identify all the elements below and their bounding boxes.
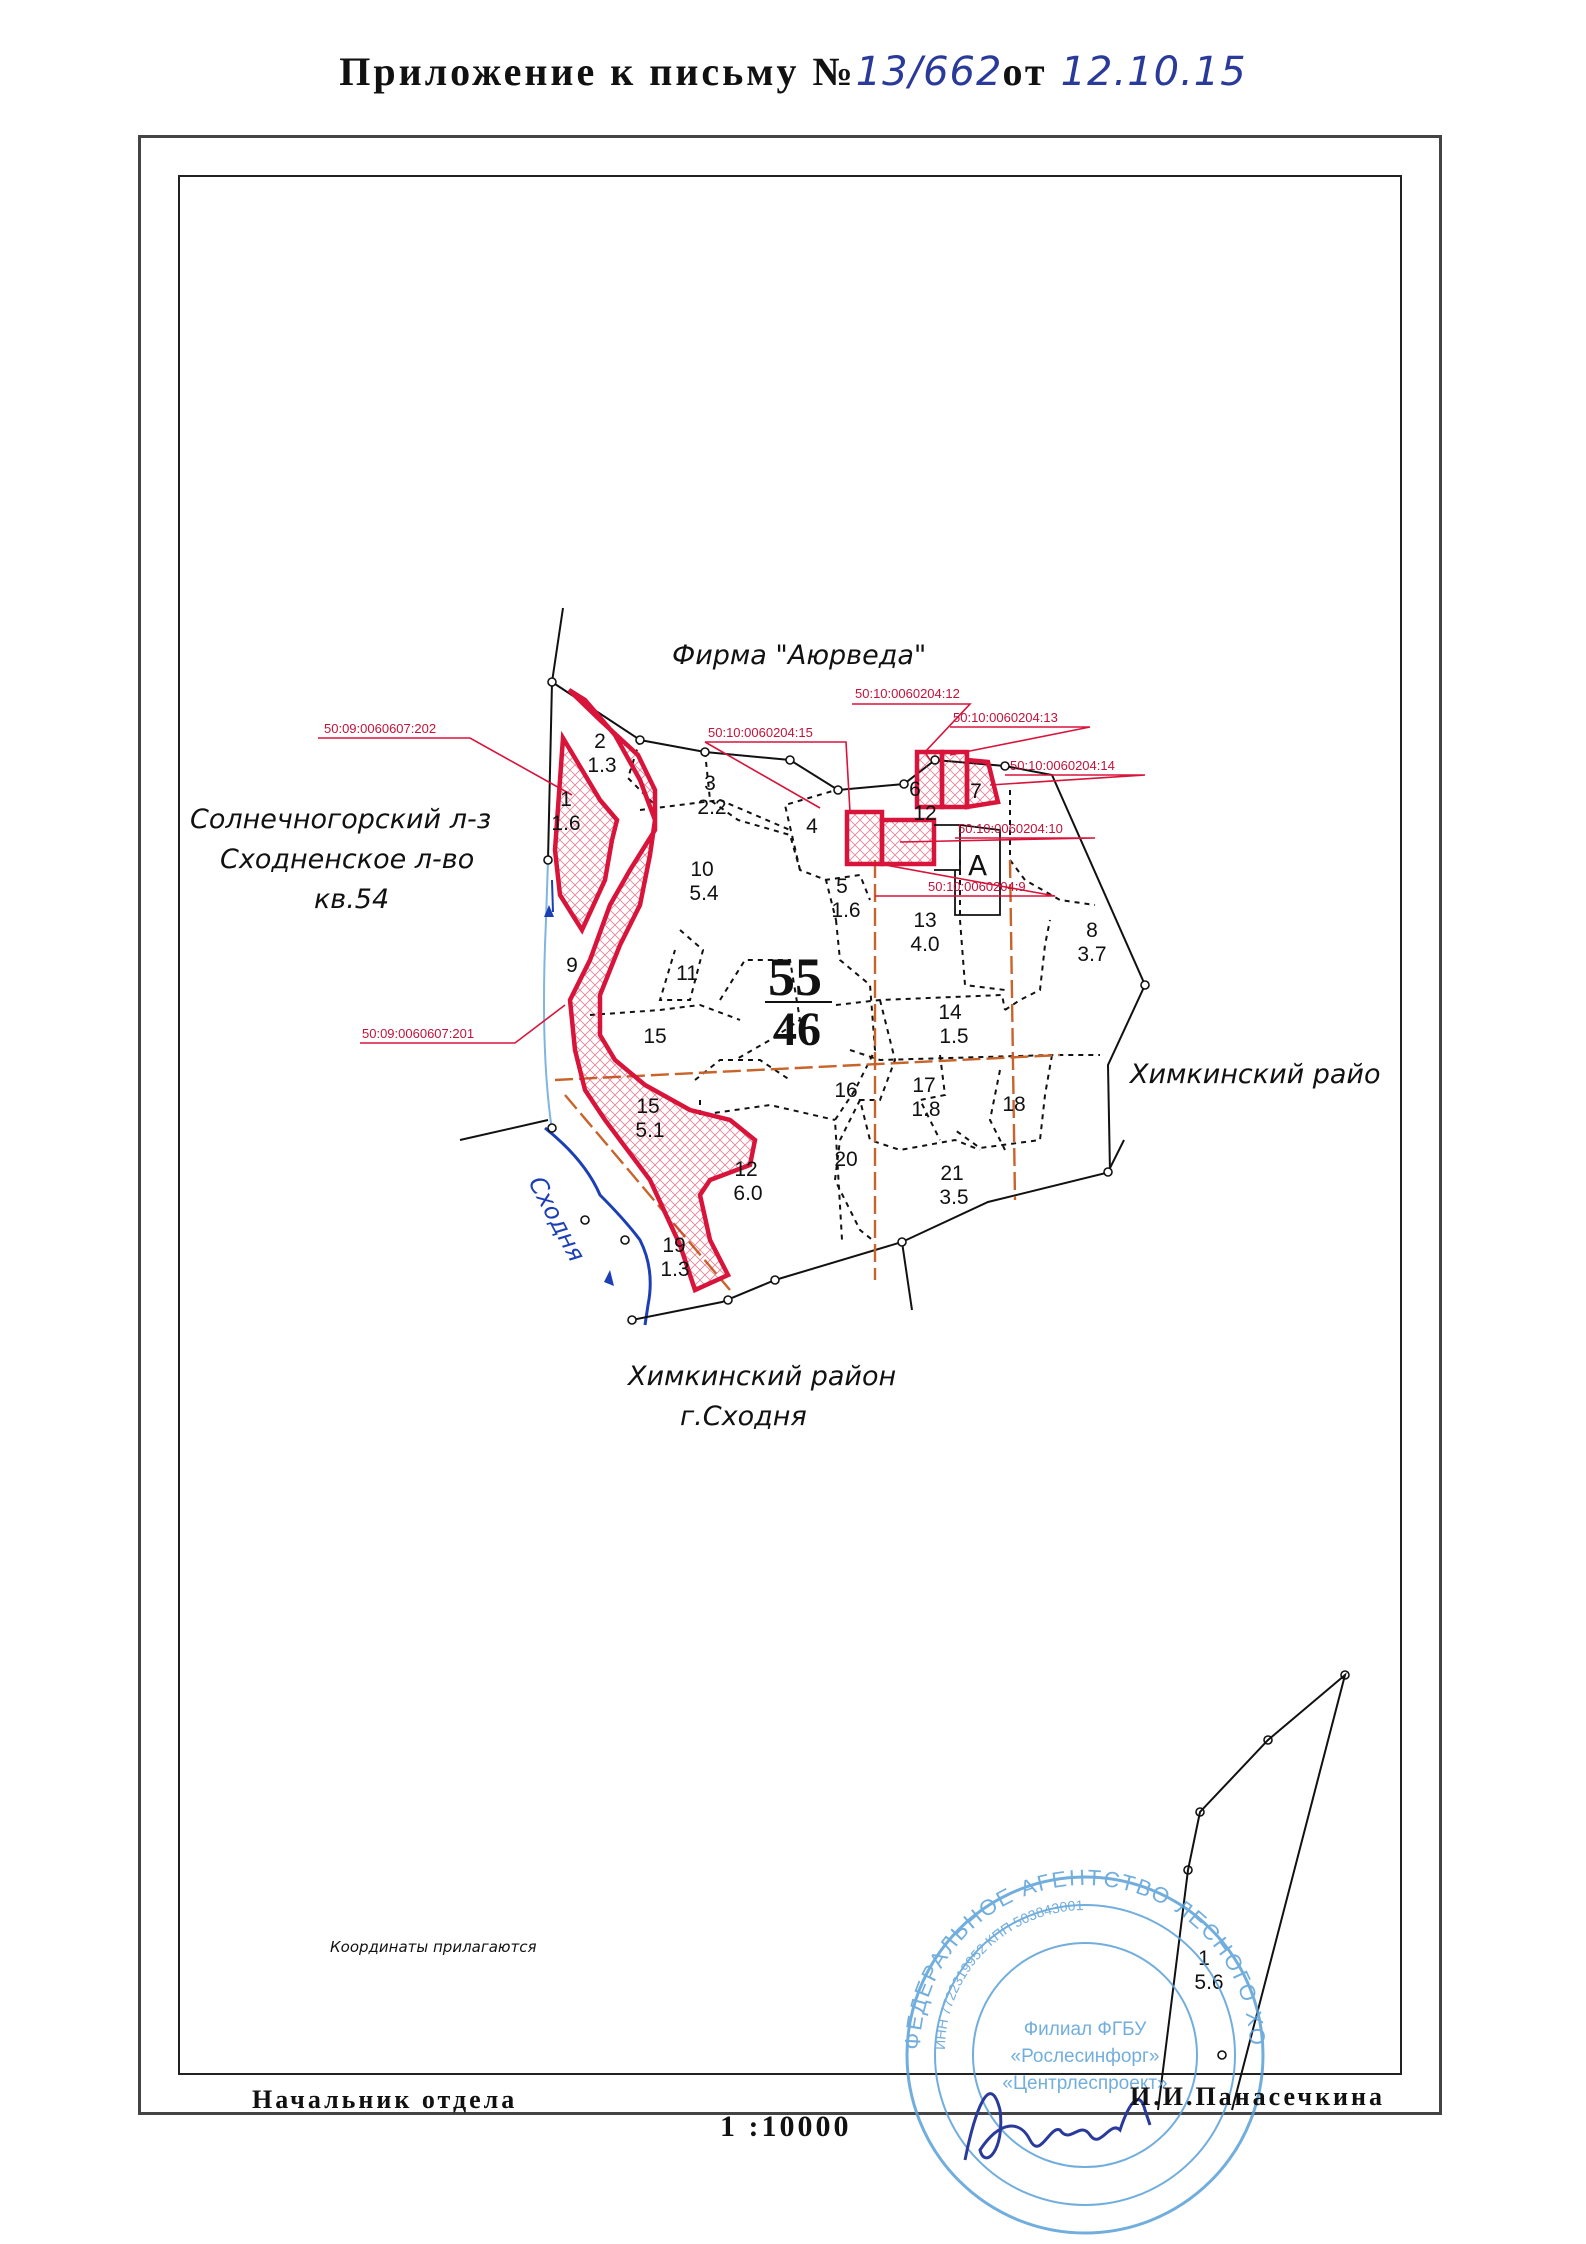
plot-19-number: 19: [662, 1234, 685, 1257]
signature: [963, 2092, 1152, 2161]
cadastral-label-201: 50:09:0060607:201: [362, 1026, 474, 1041]
plot-1b-number: 1: [1198, 1947, 1210, 1970]
date-prefix: от: [1002, 49, 1048, 94]
plot-3-area: 2.2: [697, 796, 726, 819]
parcel-13: [939, 749, 970, 810]
plot-11-number: 11: [676, 962, 698, 985]
neighbor-west-1: Солнечногорский л-з: [190, 804, 491, 835]
cadastral-parcels: [552, 688, 1001, 1294]
cadastral-label-202: 50:09:0060607:202: [324, 721, 436, 736]
plot-17-number: 17: [912, 1074, 935, 1097]
river: [543, 859, 652, 1326]
quarter-top: 55: [768, 947, 822, 1007]
survey-points: [543, 677, 1350, 2060]
plot-9-number: 9: [566, 954, 578, 977]
plot-1-number: 1: [560, 788, 572, 811]
footer-position: Начальник отдела: [252, 2085, 518, 2114]
letter-number: 13/662: [855, 49, 1003, 95]
plot-2-area: 1.3: [587, 754, 616, 777]
plot-8-number: 8: [1086, 919, 1098, 942]
cadastral-label-13: 50:10:0060204:13: [953, 710, 1058, 725]
stamp-line-1: Филиал ФГБУ: [1024, 2019, 1147, 2040]
plot-8-area: 3.7: [1077, 943, 1106, 966]
plot-21-number: 21: [940, 1162, 963, 1185]
plot-7-number: 7: [970, 780, 982, 803]
footer-name: И.И.Панасечкина: [1130, 2082, 1386, 2111]
cadastral-label-12: 50:10:0060204:12: [855, 686, 960, 701]
parcel-15: [844, 809, 885, 867]
plot-16-number: 16: [834, 1079, 857, 1102]
title-text: Приложение к письму №: [339, 49, 856, 94]
plot-5-number: 5: [836, 875, 848, 898]
cadastral-label-10: 50:10:0060204:10: [958, 821, 1063, 836]
plot-14-area: 1.5: [939, 1025, 968, 1048]
plot-1-area: 1.6: [551, 812, 580, 835]
coordinates-note: Координаты прилагаются: [330, 1938, 537, 1956]
neighbor-west-3: кв.54: [314, 884, 389, 915]
stamp-line-3: «Центрлеспроект»: [1002, 2073, 1167, 2094]
plot-21-area: 3.5: [939, 1186, 968, 1209]
neighbor-firm: Фирма "Аюрведа": [672, 640, 926, 671]
parcel-202: [552, 730, 620, 935]
plot-5-area: 1.6: [831, 899, 860, 922]
inner-frame: [178, 175, 1402, 2075]
plot-10-number: 10: [690, 858, 713, 881]
cadastral-label-15: 50:10:0060204:15: [708, 725, 813, 740]
cadastral-label-9: 50:10:0060204:9: [928, 879, 1026, 894]
parcel-14: [964, 757, 1001, 810]
plot-6-number: 6: [909, 778, 921, 801]
plot-1-boundary: [1157, 1672, 1347, 2111]
plot-15b-number: 15: [636, 1095, 659, 1118]
plot-4-number: 4: [806, 815, 818, 838]
plot-12-area: 6.0: [733, 1182, 762, 1205]
parcel-201: [567, 688, 758, 1294]
plot-14-number: 14: [938, 1001, 962, 1024]
quarter-bottom: 46: [773, 1003, 821, 1056]
neighbor-west-2: Сходненское л-во: [220, 844, 474, 875]
quarter-division-lines: [554, 859, 1061, 1291]
plot-1b-area: 5.6: [1194, 1971, 1223, 1994]
plot-3-number: 3: [704, 772, 716, 795]
stamp-line-2: «Рослесинфорг»: [1011, 2046, 1160, 2067]
letter-date: 12.10.15: [1060, 49, 1247, 95]
sublot-a: А: [968, 849, 987, 882]
plot-15b-area: 5.1: [635, 1119, 664, 1142]
outer-frame: [138, 135, 1442, 2115]
plot-12b-number: 12: [913, 802, 936, 825]
footer-scale: 1 :10000: [720, 2110, 852, 2143]
plot-20-number: 20: [834, 1148, 857, 1171]
plot-17-area: 1.8: [911, 1098, 940, 1121]
svg-text:ФЕДЕРАЛЬНОЕ АГЕНТСТВО ЛЕСНОГО: ФЕДЕРАЛЬНОЕ АГЕНТСТВО ЛЕСНОГО ХОЗЯЙСТВА: [0, 0, 1268, 2050]
sublot-outlines: [934, 824, 1001, 916]
plot-13-number: 13: [913, 909, 936, 932]
plot-18-number: 18: [1002, 1093, 1025, 1116]
plot-10-area: 5.4: [689, 882, 719, 905]
neighbor-south-2: г.Сходня: [680, 1401, 807, 1432]
page-title: Приложение к письму №13/662от 12.10.15: [0, 48, 1586, 95]
plot-19-area: 1.3: [660, 1258, 689, 1281]
plot-12-number: 12: [734, 1158, 757, 1181]
stamp-outer-text: ФЕДЕРАЛЬНОЕ АГЕНТСТВО ЛЕСНОГО ХОЗЯЙСТВА: [0, 0, 1268, 2050]
plot-2-number: 2: [594, 730, 606, 753]
plot-13-area: 4.0: [910, 933, 939, 956]
plot-15a-number: 15: [643, 1025, 666, 1048]
cadastral-label-14: 50:10:0060204:14: [1010, 758, 1115, 773]
neighbor-south-1: Химкинский район: [626, 1361, 896, 1392]
label-leaders: [318, 703, 1146, 1044]
neighbor-east: Химкинский райо: [1128, 1059, 1381, 1090]
